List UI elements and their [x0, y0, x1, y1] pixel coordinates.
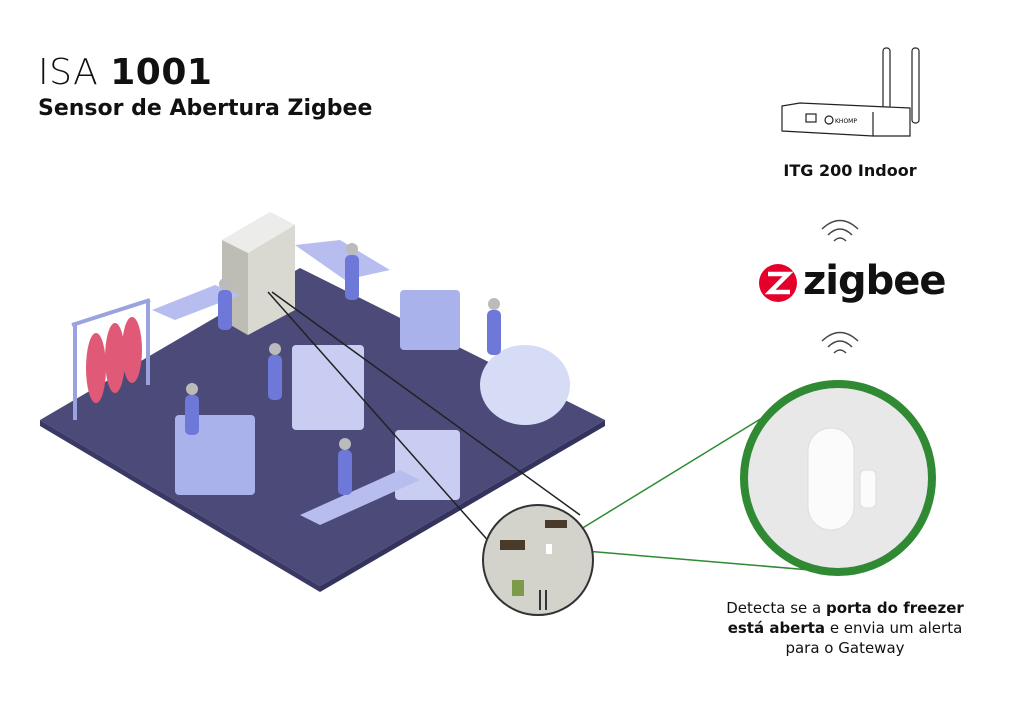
title-model: 1001 [110, 52, 213, 93]
factory-floor-edge [40, 420, 320, 592]
title-prefix: ISA [38, 52, 99, 93]
gateway-brand: KHOMP [835, 118, 857, 125]
gateway-label: ITG 200 Indoor [783, 161, 917, 180]
desc-text: para o Gateway [785, 639, 905, 657]
page-subtitle: Sensor de Abertura Zigbee [38, 96, 373, 121]
zigbee-logo-icon [759, 264, 797, 302]
desc-text: Detecta se a [726, 599, 826, 617]
desc-bold: está aberta [727, 619, 826, 637]
workers [185, 243, 501, 495]
signal-icon [821, 331, 859, 354]
gateway-device [781, 47, 920, 137]
page-title: ISA 1001 [38, 52, 212, 93]
signal-icon [821, 219, 859, 242]
callout-line [267, 291, 493, 546]
factory-floor-edge [320, 420, 605, 592]
machines [152, 240, 570, 525]
sensor-zoom-circle [740, 380, 936, 576]
zigbee-wordmark: zigbee [803, 258, 947, 304]
meat-rack [71, 298, 151, 420]
freezer-zoom-circle [482, 504, 594, 616]
description: Detecta se a porta do freezer está abert… [700, 598, 990, 658]
desc-bold: porta do freezer [825, 599, 964, 617]
callout-line [549, 417, 763, 549]
callout-line [271, 291, 581, 516]
desc-text: e envia um alerta [825, 619, 963, 637]
